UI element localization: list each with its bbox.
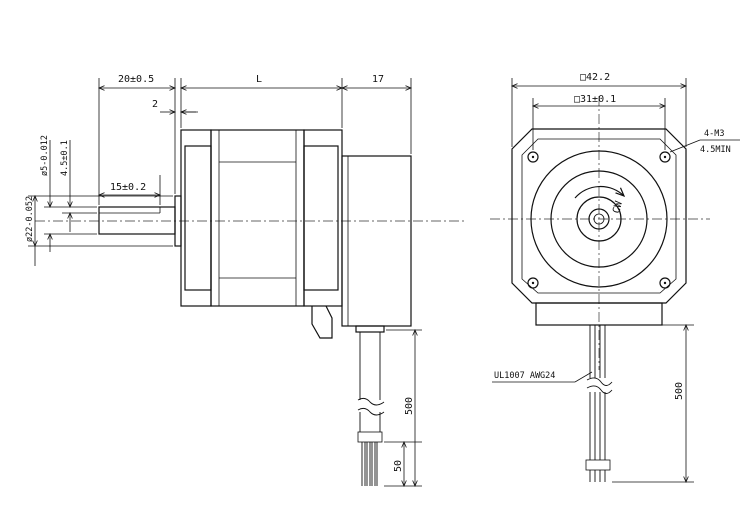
thread-leader xyxy=(669,139,701,153)
cw-arrow xyxy=(574,185,624,199)
dim-flange-thickness: 2 xyxy=(152,99,158,110)
rotation-label: CW xyxy=(611,199,625,214)
dim-rear-length: 17 xyxy=(372,74,384,85)
front-view: CW □42.2 □31±0.1 4-M3 4.5MIN xyxy=(490,72,740,482)
dim-boss-diameter: ø22-0.052 xyxy=(25,196,35,242)
dim-thread: 4-M3 xyxy=(704,129,724,139)
cable-spec: UL1007 AWG24 xyxy=(494,371,555,381)
side-cable xyxy=(355,325,385,486)
dim-flat-depth: 4.5±0.1 xyxy=(60,140,70,176)
rear-cap xyxy=(341,155,412,327)
connector-tab xyxy=(311,305,333,339)
dim-frame-size: □42.2 xyxy=(580,72,610,83)
side-view: 20±0.5 L 17 2 ø5-0.012 4.5±0.1 ø22-0.052… xyxy=(25,74,465,486)
motor-body xyxy=(180,129,343,307)
front-cable xyxy=(585,325,613,482)
front-flange xyxy=(511,128,687,304)
side-cable-dimensions xyxy=(384,330,422,486)
boss-circle xyxy=(550,170,648,268)
outer-circle xyxy=(530,150,668,288)
shaft-circle xyxy=(588,208,610,230)
front-cable-dimension xyxy=(612,325,694,482)
dim-shaft-length: 20±0.5 xyxy=(118,74,154,85)
dim-cable-length-front: 500 xyxy=(674,382,685,400)
front-rear-cap xyxy=(535,302,663,326)
left-dimensions xyxy=(28,140,173,266)
mounting-holes xyxy=(527,151,671,289)
dim-cable-length-side: 500 xyxy=(404,397,415,415)
top-dimensions xyxy=(99,78,411,205)
dim-shaft-diameter: ø5-0.012 xyxy=(40,135,50,176)
dim-hole-pitch: □31±0.1 xyxy=(574,94,616,105)
dim-flat-length: 15±0.2 xyxy=(110,182,146,193)
dim-thread-depth: 4.5MIN xyxy=(700,145,731,155)
front-top-dimensions xyxy=(512,78,686,150)
dim-body-length: L xyxy=(256,74,262,85)
shaft xyxy=(98,206,176,235)
dim-strip-length: 50 xyxy=(393,460,404,472)
